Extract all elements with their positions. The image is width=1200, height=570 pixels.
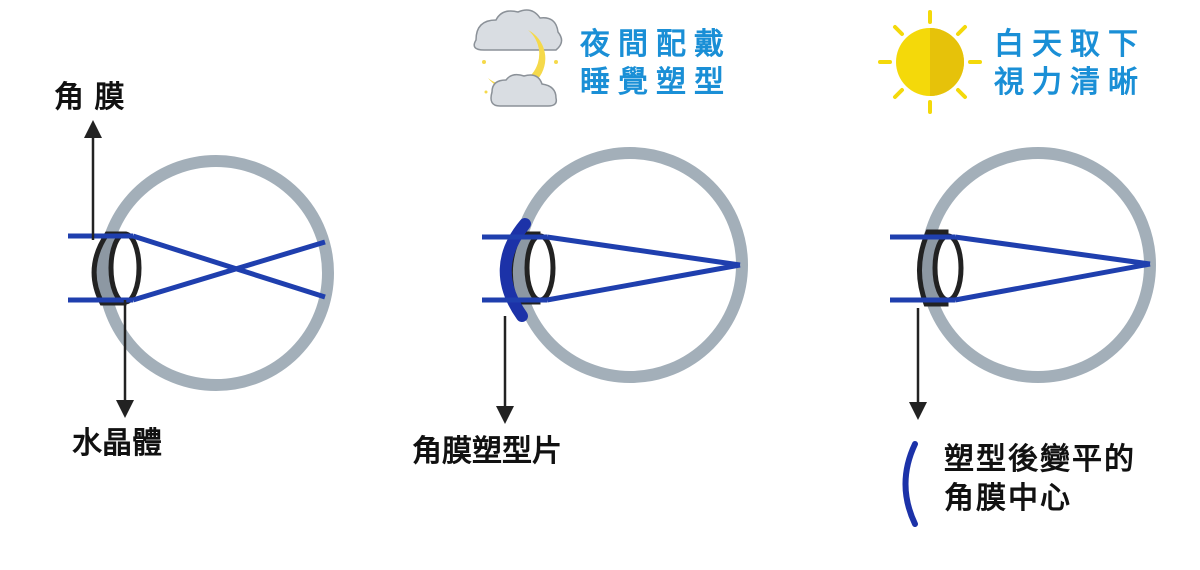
day-caption-line: 視力清晰 — [994, 64, 1146, 100]
flat-cornea-line: 塑型後變平的 — [944, 442, 1136, 477]
light-ray — [132, 239, 326, 303]
arrow-up-icon — [84, 120, 102, 138]
ortho-lens-label: 角膜塑型片 — [412, 434, 562, 469]
cornea-label: 角 膜 — [54, 80, 125, 115]
flat-cornea-line: 角膜中心 — [944, 481, 1072, 516]
crystalline-lens — [932, 233, 964, 303]
sun-icon — [878, 10, 982, 114]
flat-cornea-label: 塑型後變平的 角膜中心 — [944, 440, 1136, 518]
light-ray — [954, 261, 1151, 303]
crystalline-lens — [524, 233, 556, 303]
lens-label: 水晶體 — [72, 426, 162, 461]
arrow-down-icon — [909, 402, 927, 420]
night-caption-line: 睡覺塑型 — [580, 64, 732, 100]
arrow-down-icon — [116, 400, 134, 418]
light-ray — [954, 234, 1151, 267]
light-ray — [546, 234, 741, 268]
day-caption-line: 白天取下 — [994, 27, 1146, 62]
day-caption: 白天取下 視力清晰 — [994, 26, 1146, 101]
flat-cornea-bracket — [902, 441, 918, 527]
moon-cloud-icon — [473, 9, 563, 107]
night-caption-line: 夜間配戴 — [580, 27, 732, 62]
arrow-down-icon — [496, 406, 514, 424]
eye-panel-flattened — [878, 10, 1156, 527]
night-wear-caption: 夜間配戴 睡覺塑型 — [580, 26, 732, 101]
ortho-k-lens-shape — [499, 218, 531, 322]
eye-panel-normal — [68, 120, 334, 418]
light-ray — [132, 233, 326, 300]
eye-panel-ortho-lens — [473, 9, 748, 424]
crystalline-lens — [108, 231, 142, 305]
light-ray — [546, 262, 741, 303]
